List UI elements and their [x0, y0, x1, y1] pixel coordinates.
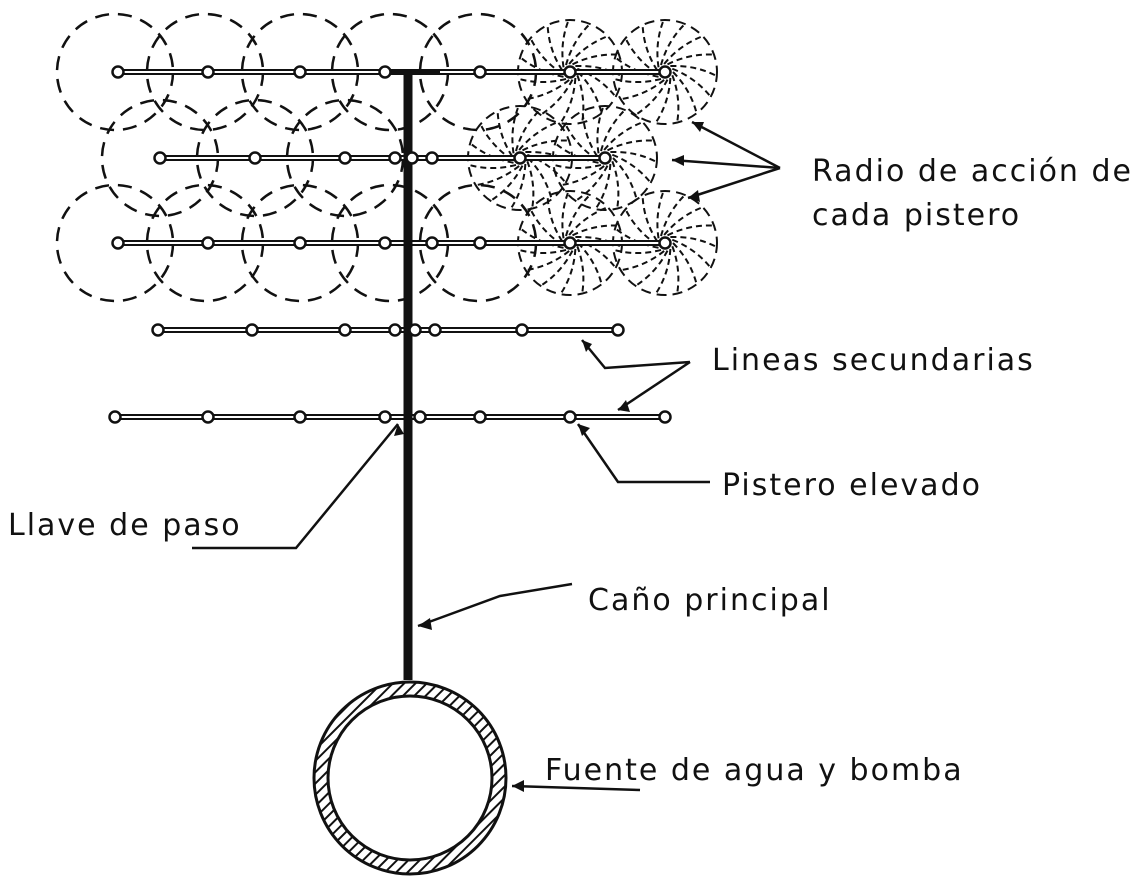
sprinkler-head — [405, 151, 419, 165]
label-lineas-secundarias: Lineas secundarias — [712, 343, 1035, 378]
sprinkler-head — [563, 236, 577, 250]
label-llave-de-paso: Llave de paso — [8, 508, 242, 543]
sprinkler-head — [151, 323, 165, 337]
sprinkler-head — [611, 323, 625, 337]
sprinkler-head — [153, 151, 167, 165]
leader-arrowheads — [394, 122, 704, 792]
sprinkler-head — [658, 65, 672, 79]
active-sprinkler-swirl — [612, 190, 718, 296]
sprinkler-head — [293, 65, 307, 79]
sprinkler-head — [425, 236, 439, 250]
label-fuente-agua-bomba: Fuente de agua y bomba — [545, 753, 964, 788]
sprinkler-head — [111, 236, 125, 250]
sprinkler-head — [108, 410, 122, 424]
sprinkler-head — [598, 151, 612, 165]
sprinkler-head — [338, 323, 352, 337]
water-source-pump — [312, 680, 508, 876]
sprinkler-head — [408, 323, 422, 337]
sprinkler-head — [413, 410, 427, 424]
sprinkler-head — [563, 410, 577, 424]
sprinkler-head — [338, 151, 352, 165]
leader-lines — [192, 120, 781, 792]
sprinkler-head — [111, 65, 125, 79]
sprinkler-head — [428, 323, 442, 337]
sprinkler-head — [201, 236, 215, 250]
sprinkler-head — [378, 236, 392, 250]
sprinkler-head — [248, 151, 262, 165]
sprinkler-head — [473, 410, 487, 424]
sprinkler-head — [388, 151, 402, 165]
sprinkler-head — [245, 323, 259, 337]
main-pipe — [390, 69, 440, 680]
sprinkler-head — [515, 323, 529, 337]
sprinkler-head — [388, 323, 402, 337]
label-radio-line2: cada pistero — [812, 198, 1021, 233]
sprinkler-head — [658, 410, 672, 424]
label-radio-line1: Radio de acción de — [812, 154, 1133, 189]
sprinkler-head — [563, 65, 577, 79]
sprinkler-head — [201, 410, 215, 424]
label-cano-principal: Caño principal — [588, 583, 832, 618]
sprinkler-head — [425, 151, 439, 165]
sprinkler-head — [513, 151, 527, 165]
sprinkler-head — [658, 236, 672, 250]
label-pistero-elevado: Pistero elevado — [722, 468, 982, 503]
sprinkler-head — [293, 236, 307, 250]
sprinkler-head — [378, 65, 392, 79]
sprinkler-head — [378, 410, 392, 424]
sprinkler-head — [473, 236, 487, 250]
sprinkler-head — [201, 65, 215, 79]
sprinkler-heads — [108, 65, 672, 424]
active-sprinkler-swirl — [612, 19, 718, 125]
sprinkler-head — [293, 410, 307, 424]
sprinkler-head — [473, 65, 487, 79]
